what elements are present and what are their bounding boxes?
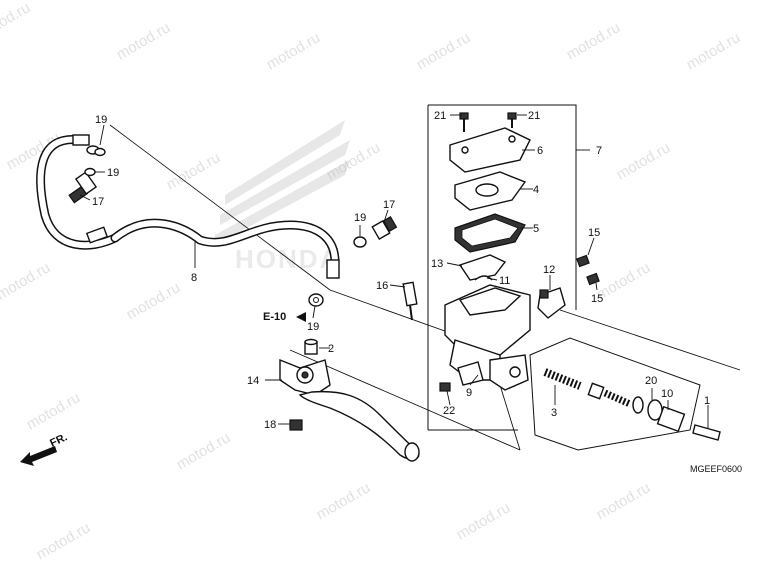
callout-20: 20: [645, 375, 657, 387]
callout-16: 16: [376, 280, 388, 292]
drawing-code: MGEEF0600: [690, 464, 742, 474]
watermark: motod.ru: [684, 29, 744, 73]
sealing-washer: [353, 236, 367, 248]
callout-1: 1: [704, 395, 710, 407]
master-cylinder-frame: [428, 104, 577, 310]
callout-15: 15: [588, 227, 600, 239]
watermark: motod.ru: [0, 259, 53, 303]
reference-arrow-icon: [296, 312, 306, 322]
reservoir-cap: [449, 127, 531, 173]
piston-set-frame: [529, 337, 701, 451]
leader-line: [499, 384, 521, 451]
leader-line: [559, 309, 741, 371]
screw-22: [439, 382, 451, 392]
callout-18: 18: [264, 419, 276, 431]
holder-clamp: [537, 287, 566, 319]
master-cylinder-body: [444, 284, 531, 391]
watermark: motod.ru: [124, 279, 184, 323]
holder-bolt: [576, 254, 600, 286]
piston-set: [543, 368, 686, 433]
callout-19: 19: [107, 167, 119, 179]
watermark: motod.ru: [264, 29, 324, 73]
float-plate: [458, 254, 507, 281]
watermark: motod.ru: [564, 19, 624, 63]
callout-22: 22: [443, 405, 455, 417]
callout-4: 4: [533, 184, 539, 196]
reference-label: E-10: [263, 311, 286, 323]
banjo-bolt-left: [68, 171, 98, 204]
diaphragm-plate: [454, 171, 527, 211]
push-rod: [692, 424, 721, 441]
callout-19: 19: [307, 321, 319, 333]
watermark-layer: motod.ru motod.ru motod.ru motod.ru moto…: [0, 0, 743, 563]
callout-14: 14: [247, 375, 259, 387]
watermark: motod.ru: [314, 479, 374, 523]
background-logo: HONDA: [215, 120, 350, 274]
callout-9: 9: [466, 387, 472, 399]
watermark: motod.ru: [0, 0, 33, 43]
watermark: motod.ru: [24, 389, 84, 433]
lever-pivot-nut: [289, 419, 303, 431]
pivot-bolt: [402, 281, 418, 321]
watermark: motod.ru: [594, 479, 654, 523]
clutch-hose: [36, 134, 340, 279]
callout-7: 7: [596, 145, 602, 157]
callout-6: 6: [537, 145, 543, 157]
banjo-bolt-right: [371, 215, 398, 241]
watermark: motod.ru: [414, 29, 474, 73]
watermark: motod.ru: [114, 19, 174, 63]
callout-10: 10: [661, 388, 673, 400]
lever-pivot-collar: [304, 338, 318, 355]
diaphragm: [454, 213, 526, 253]
front-direction-arrow-icon: [20, 446, 57, 466]
leader-line: [289, 349, 521, 451]
callout-12: 12: [543, 264, 555, 276]
callout-5: 5: [533, 223, 539, 235]
watermark: motod.ru: [614, 139, 674, 183]
callout-leaders: [79, 114, 709, 428]
leader-line: [109, 124, 331, 291]
cap-screw: [459, 112, 517, 132]
callout-2: 2: [328, 343, 334, 355]
sealing-washer-left: [84, 145, 106, 177]
callout-19: 19: [95, 114, 107, 126]
callout-19: 19: [354, 212, 366, 224]
background-logo-text: HONDA: [235, 244, 340, 274]
callout-labels: 1 2 3 4 5 6 7 8 9 10 11 12 13 14 15 15 1…: [92, 110, 710, 431]
callout-15: 15: [591, 293, 603, 305]
watermark: motod.ru: [34, 519, 94, 563]
callout-21: 21: [528, 110, 540, 122]
watermark: motod.ru: [174, 429, 234, 473]
callout-17: 17: [92, 196, 104, 208]
callout-21: 21: [434, 110, 446, 122]
callout-3: 3: [551, 407, 557, 419]
callout-17: 17: [383, 199, 395, 211]
callout-11: 11: [499, 275, 510, 287]
clutch-lever: [279, 358, 420, 462]
callout-13: 13: [431, 258, 443, 270]
front-direction-label: FR.: [48, 431, 69, 449]
watermark: motod.ru: [454, 499, 514, 543]
callout-8: 8: [191, 272, 197, 284]
watermark: motod.ru: [4, 129, 64, 173]
